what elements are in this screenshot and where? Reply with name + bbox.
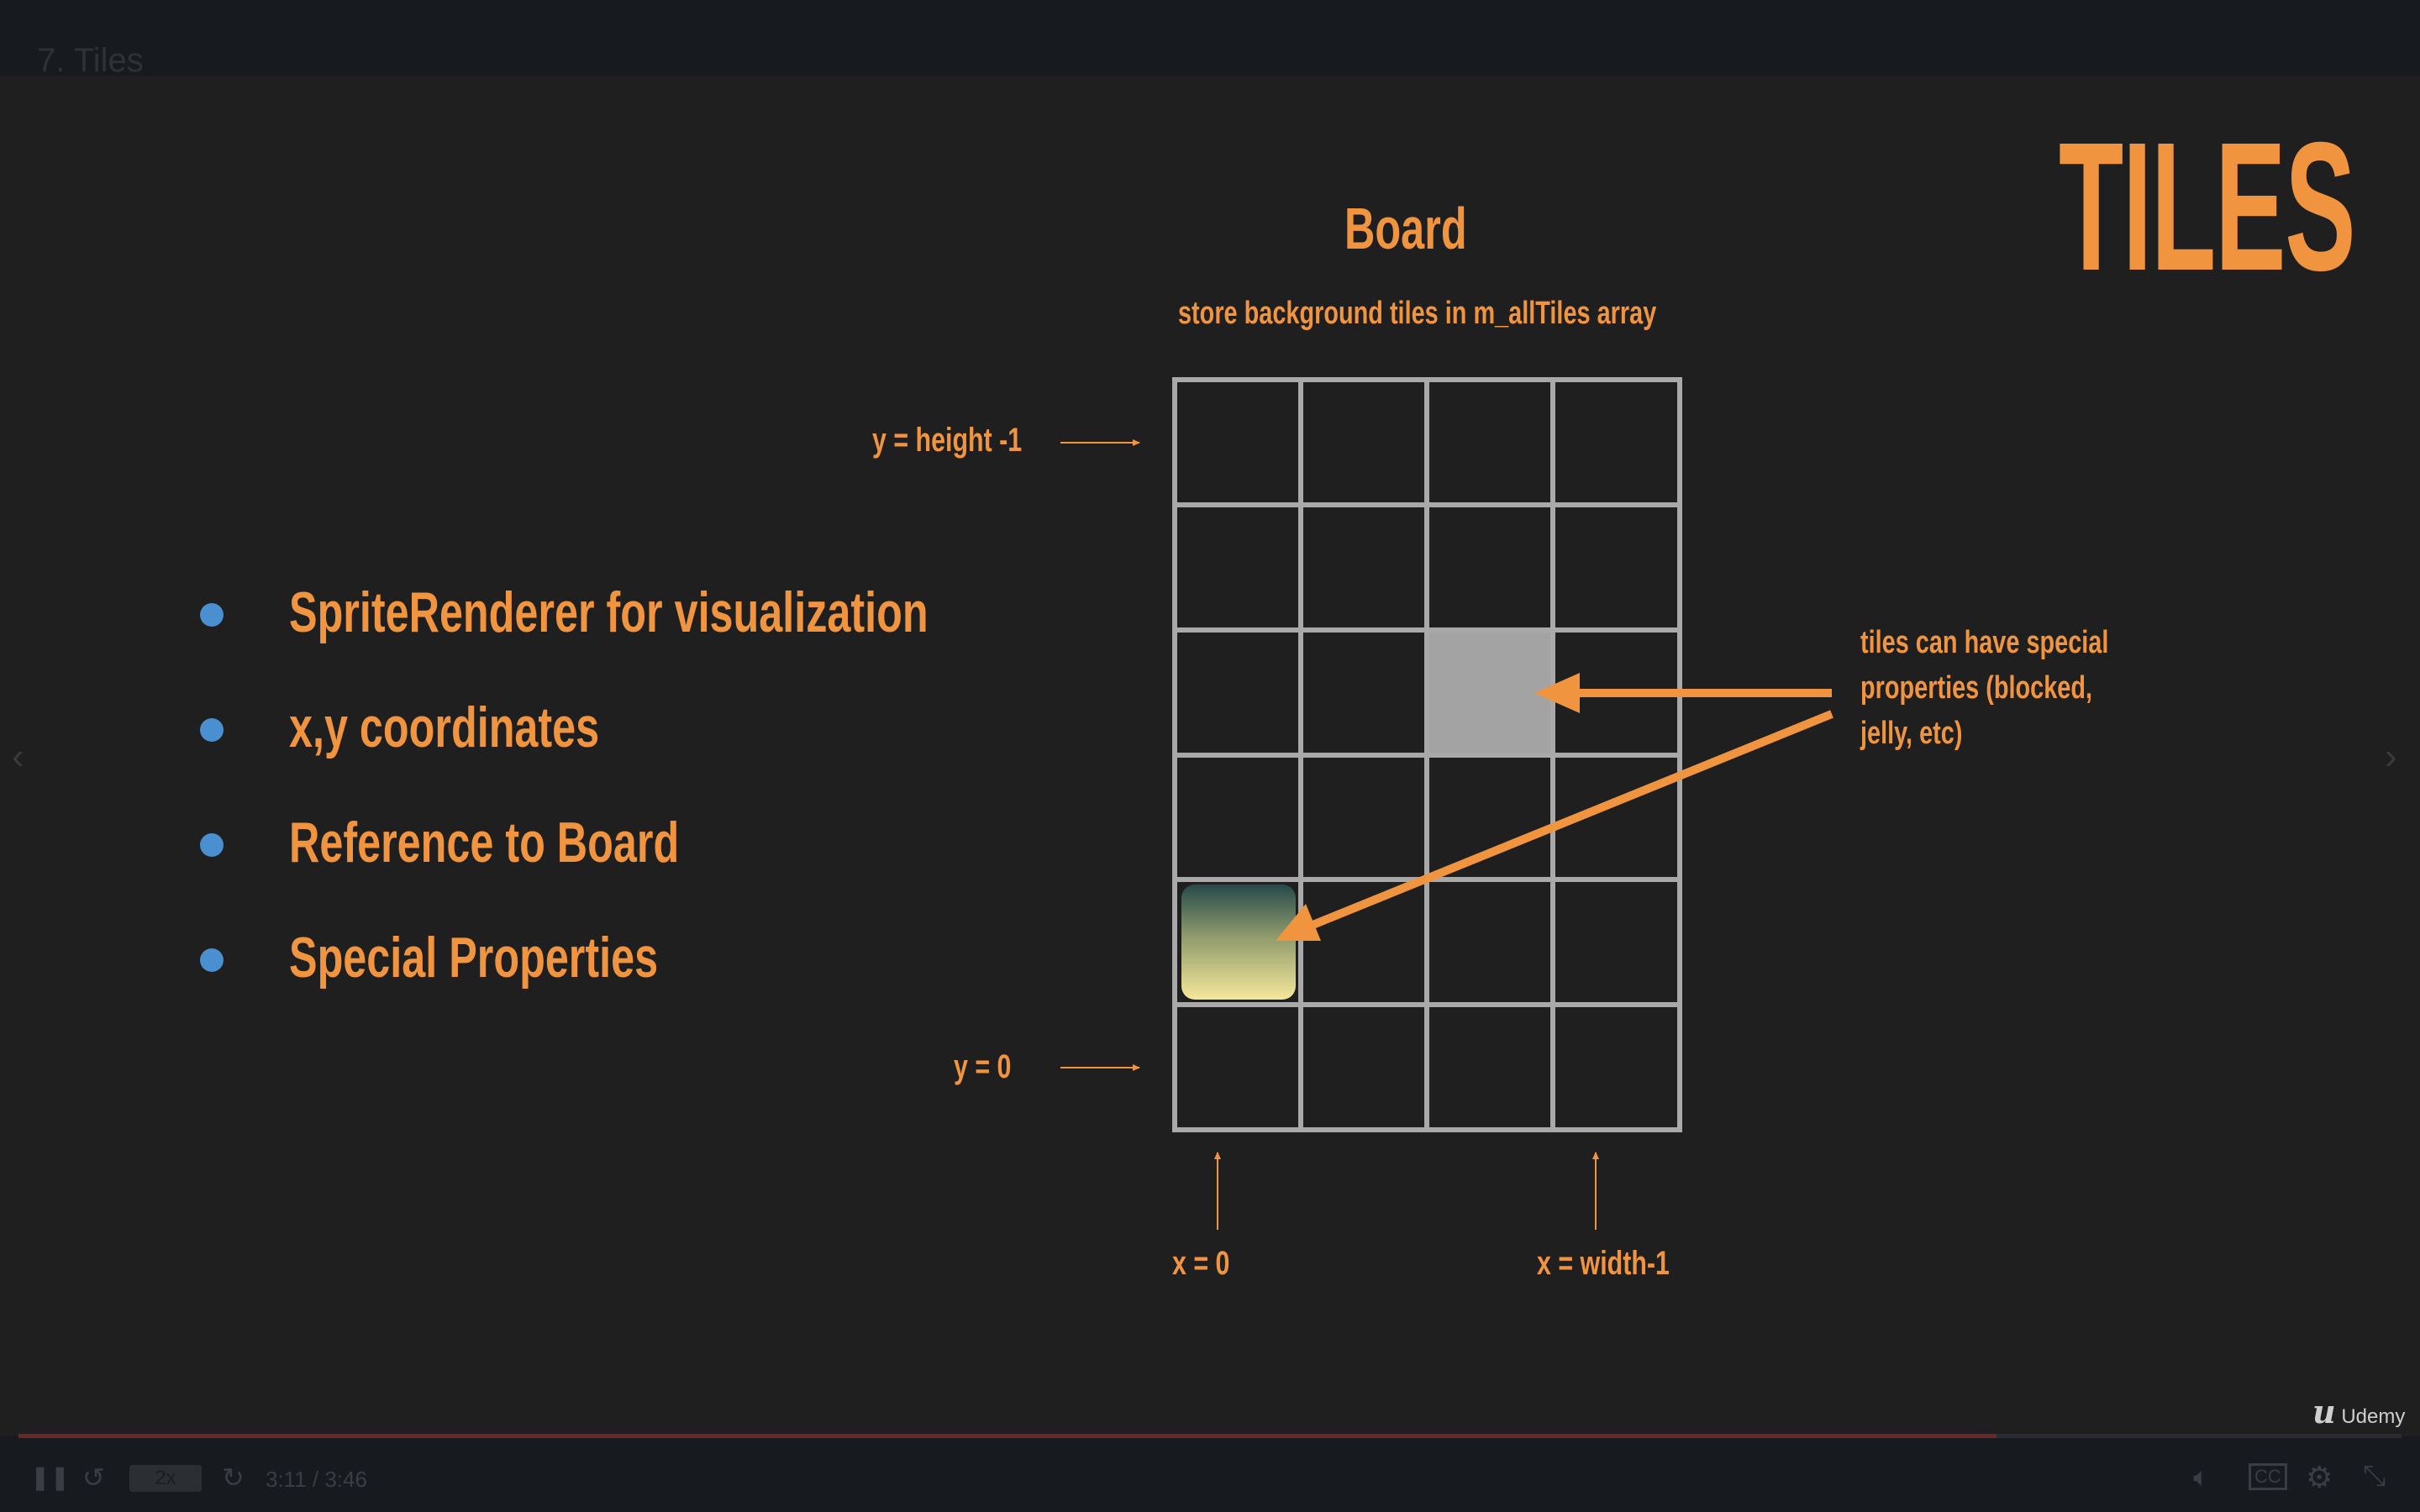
lecture-title: 7. Tiles <box>37 42 144 79</box>
settings-icon[interactable]: ⚙ <box>2306 1460 2333 1494</box>
slide-title: TILES <box>2059 105 2356 309</box>
rewind-icon[interactable]: ↺ <box>82 1462 105 1493</box>
bullet-text: x,y coordinates <box>289 696 600 759</box>
annotation-line: jelly, etc) <box>1860 716 1963 751</box>
volume-icon[interactable]: 🔈︎ <box>2193 1462 2210 1492</box>
bullet-dot-icon <box>200 603 224 627</box>
tile-sprite <box>1181 885 1296 1000</box>
x-left-label: x = 0 <box>1172 1245 1230 1282</box>
x-right-label: x = width-1 <box>1537 1245 1670 1282</box>
pause-icon[interactable]: ❚❚ <box>30 1464 70 1490</box>
board-grid <box>1172 377 1682 1132</box>
forward-icon[interactable]: ↻ <box>222 1462 245 1493</box>
annotation-line: tiles can have special <box>1860 625 2109 660</box>
udemy-watermark: u Udemy <box>2312 1393 2405 1431</box>
udemy-wordmark: Udemy <box>2341 1405 2406 1428</box>
bullet-text: Special Properties <box>289 926 659 990</box>
y-bottom-label: y = 0 <box>954 1048 1012 1085</box>
bullet-dot-icon <box>200 833 224 857</box>
top-bar: 7. Tiles <box>0 0 2420 79</box>
bullet-text: SpriteRenderer for visualization <box>289 580 929 644</box>
previous-arrow-icon[interactable]: ‹ <box>12 736 24 777</box>
time-display: 3:11 / 3:46 <box>266 1467 367 1492</box>
blocked-cell <box>1426 630 1553 755</box>
next-arrow-icon[interactable]: › <box>2385 736 2397 777</box>
exit-fullscreen-icon[interactable]: ⤡ <box>2363 1460 2386 1492</box>
board-subtitle: store background tiles in m_allTiles arr… <box>1178 296 1657 331</box>
annotation-arrow-tile-icon <box>1276 710 1833 941</box>
captions-icon[interactable]: CC <box>2249 1463 2287 1490</box>
player-control-bar <box>0 1436 2420 1512</box>
udemy-logo-icon: u <box>2312 1393 2336 1431</box>
progress-bar[interactable] <box>18 1434 2402 1438</box>
bullet-dot-icon <box>200 948 224 972</box>
bullet-dot-icon <box>200 718 224 742</box>
annotation-line: properties (blocked, <box>1860 670 2093 706</box>
speed-button[interactable]: 2x <box>129 1465 202 1492</box>
annotation-arrow-blocked-icon <box>1534 673 1832 713</box>
board-title: Board <box>1344 196 1467 261</box>
y-top-label: y = height -1 <box>872 422 1023 459</box>
progress-fill <box>18 1434 1996 1438</box>
bullet-text: Reference to Board <box>289 811 680 874</box>
